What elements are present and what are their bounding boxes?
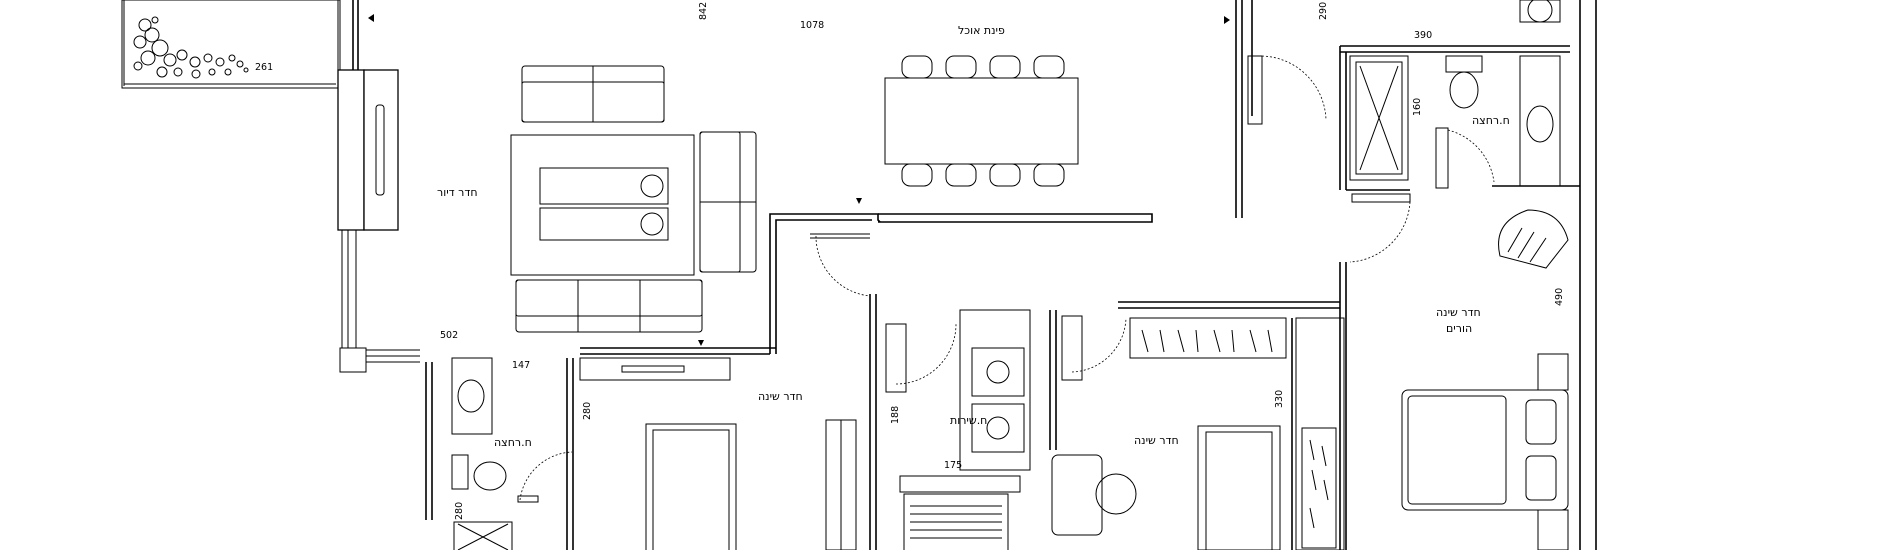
- dim-160: 160: [1412, 98, 1423, 116]
- dim-490: 490: [1554, 288, 1565, 306]
- living-furniture: [510, 65, 757, 333]
- balcony-planter: 261: [121, 0, 341, 89]
- west-wall: [337, 0, 420, 373]
- label-guest-bath: ח.רחצה: [494, 436, 532, 449]
- dim-175: 175: [944, 460, 962, 471]
- label-bath-main: ח.רחצה: [1472, 114, 1510, 127]
- dining-set: [884, 55, 1079, 187]
- label-master-line2: הורים: [1446, 322, 1472, 335]
- label-bedroom-1: חדר שינה: [758, 390, 803, 403]
- master-bedroom: [1401, 209, 1569, 550]
- dim-330: 330: [1274, 390, 1285, 408]
- dim-1078: 1078: [800, 20, 824, 31]
- dim-502: 502: [440, 330, 458, 341]
- upper-right-bath: [1224, 0, 1597, 550]
- label-laundry: ח.שירות: [950, 414, 987, 427]
- dim-842: 842: [698, 2, 709, 20]
- dim-280-b: 280: [454, 502, 465, 520]
- dim-188: 188: [890, 406, 901, 424]
- dim-261: 261: [255, 62, 273, 73]
- dim-390: 390: [1414, 30, 1432, 41]
- laundry-room: [869, 294, 1057, 550]
- label-living-room: חדר דיור: [437, 186, 478, 199]
- label-master-line1: חדר שינה: [1436, 306, 1481, 319]
- central-walls: [580, 198, 1153, 355]
- plant-cluster: [133, 16, 249, 79]
- dim-290: 290: [1318, 2, 1329, 20]
- dim-280-a: 280: [582, 402, 593, 420]
- label-dining: פינת אוכל: [958, 24, 1005, 37]
- bedroom-2: [1051, 301, 1345, 550]
- guest-bath: [425, 357, 574, 550]
- dim-147: 147: [512, 360, 530, 371]
- bedroom-1: [579, 357, 857, 550]
- label-bedroom-2: חדר שינה: [1134, 434, 1179, 447]
